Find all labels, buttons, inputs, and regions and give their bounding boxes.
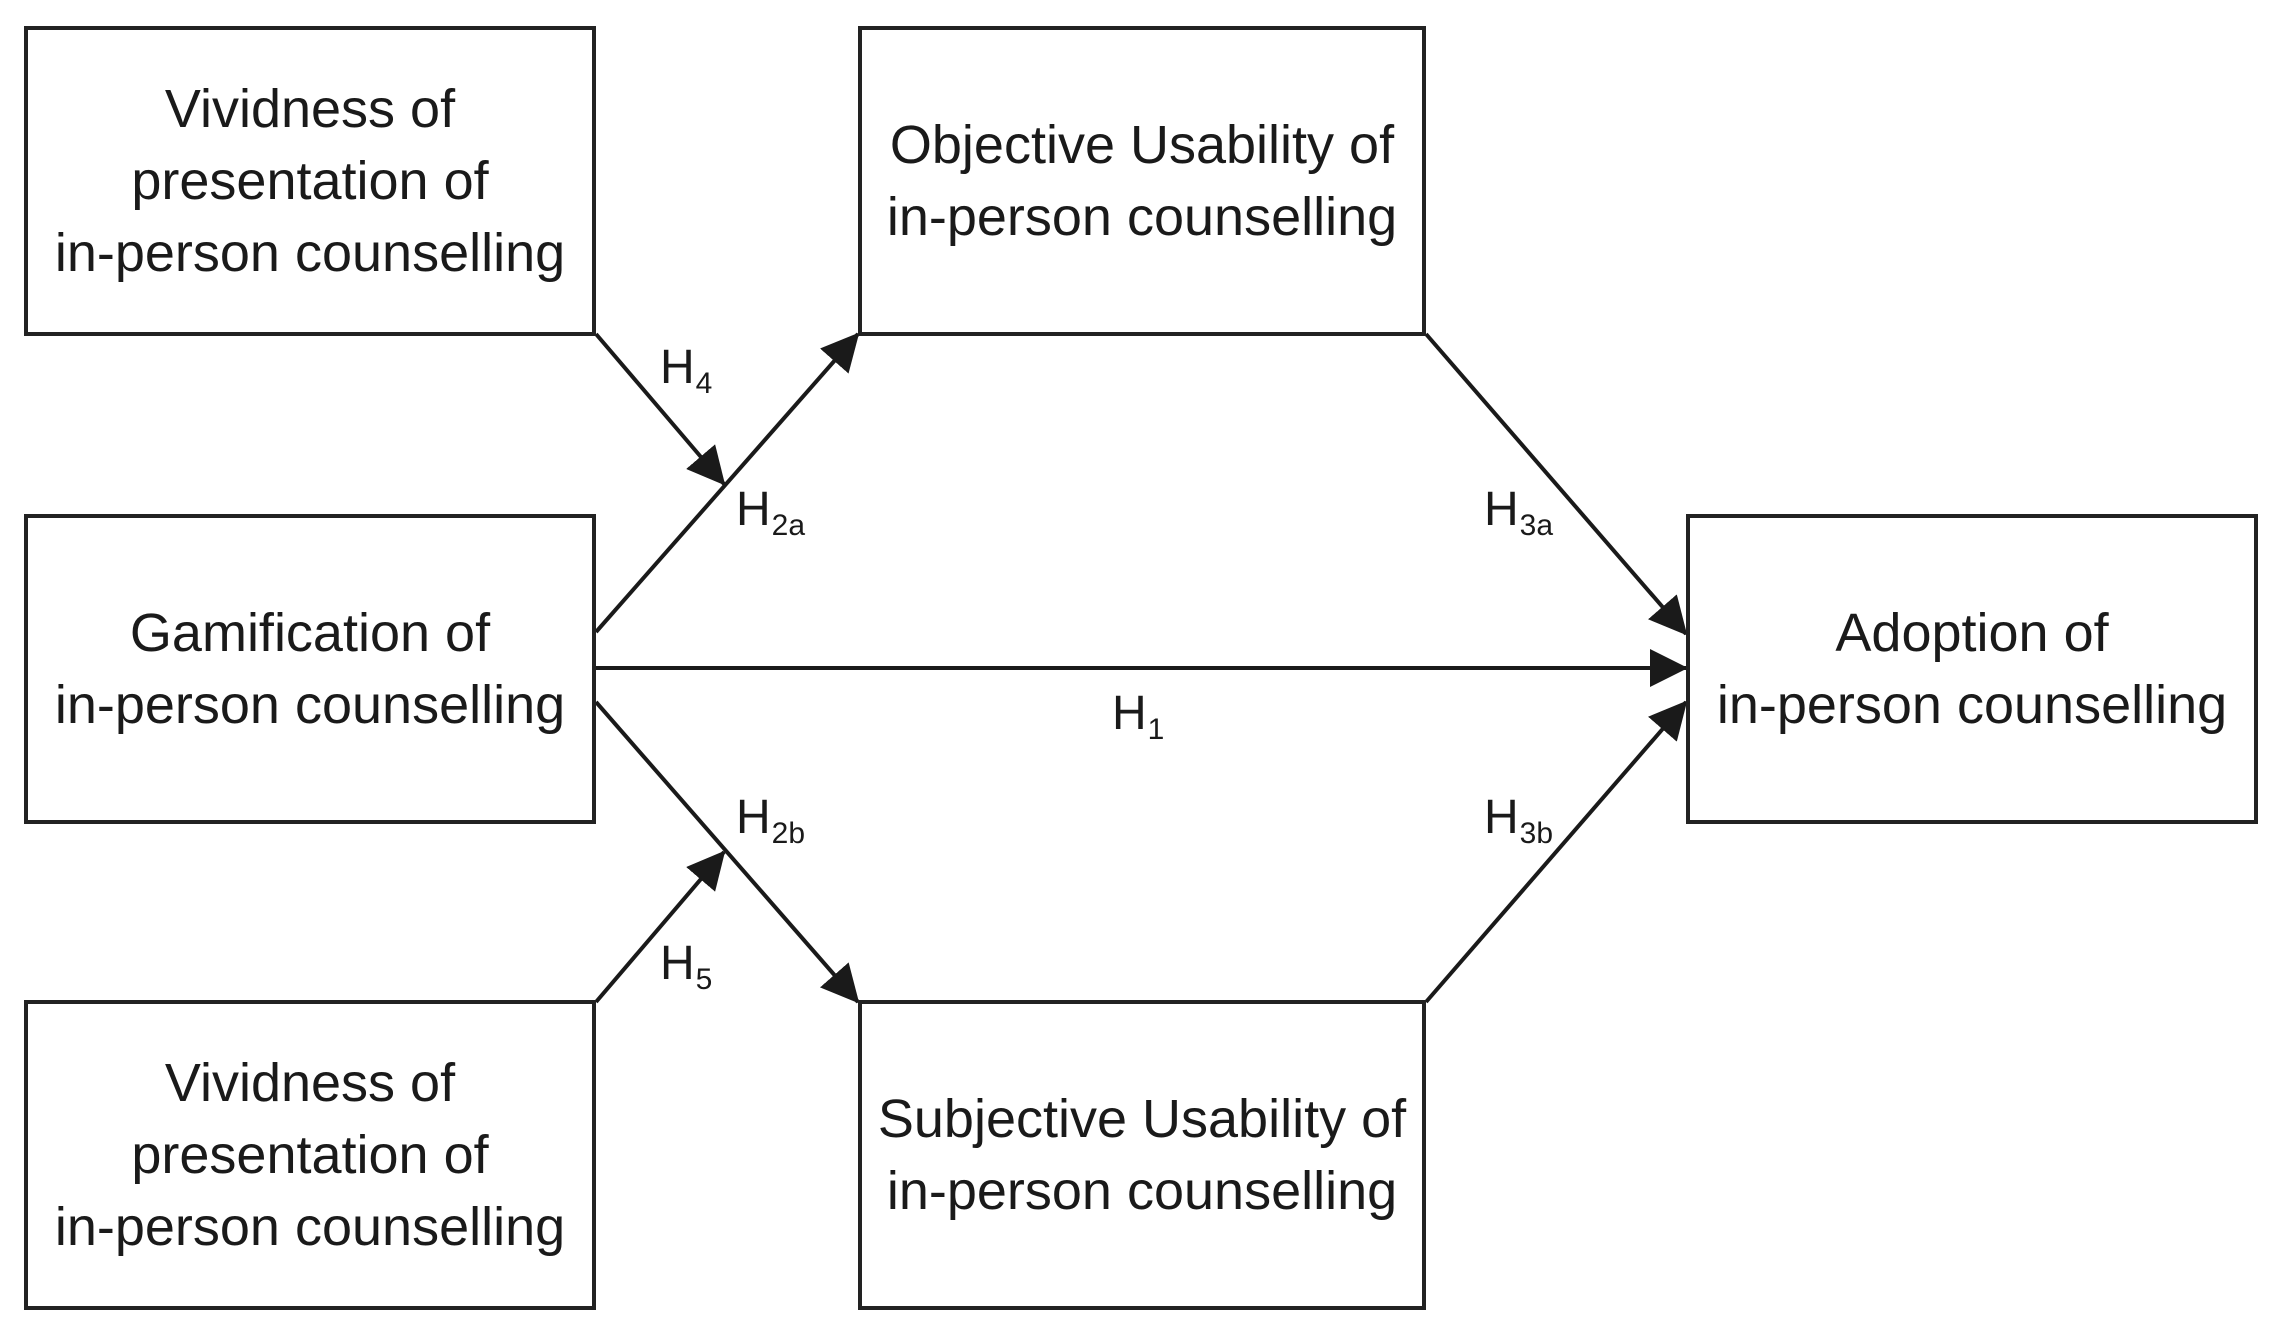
hypothesis-letter: H [1484,483,1519,536]
vividness-bottom-label: Vividness of presentation of in-person c… [54,1053,566,1257]
hypothesis-subscript: 1 [1147,713,1165,746]
hypothesis-label-h2a: H2a [736,483,805,541]
hypothesis-subscript: 3b [1519,817,1554,850]
subjective-usability-label: Subjective Usability of in-person counse… [877,1089,1407,1221]
hypothesis-letter: H [736,483,771,536]
hypothesis-letter: H [1484,791,1519,844]
gamification-box: Gamification of in-person counselling [24,514,596,824]
adoption-box: Adoption of in-person counselling [1686,514,2258,824]
hypothesis-subscript: 2a [771,509,806,542]
arrow-h5 [594,850,726,1004]
hypothesis-letter: H [660,937,695,990]
hypothesis-label-h3a: H3a [1484,483,1553,541]
adoption-label: Adoption of in-person counselling [1716,603,2228,735]
hypothesis-label-h3b: H3b [1484,791,1553,849]
arrow-h3a [1424,332,1688,636]
vividness-top-label: Vividness of presentation of in-person c… [54,79,566,283]
hypothesis-subscript: 2b [771,817,806,850]
hypothesis-label-h1: H1 [1112,687,1164,745]
hypothesis-letter: H [660,341,695,394]
vividness-bottom-box: Vividness of presentation of in-person c… [24,1000,596,1310]
objective-usability-label: Objective Usability of in-person counsel… [886,115,1398,247]
arrow-h2a [594,332,860,634]
hypothesis-subscript: 5 [695,963,713,996]
arrow-h3b [1424,700,1688,1004]
arrow-h4 [594,332,726,486]
subjective-usability-box: Subjective Usability of in-person counse… [858,1000,1426,1310]
arrow-h2b [594,700,860,1004]
vividness-top-box: Vividness of presentation of in-person c… [24,26,596,336]
objective-usability-box: Objective Usability of in-person counsel… [858,26,1426,336]
hypothesis-subscript: 4 [695,367,713,400]
gamification-label: Gamification of in-person counselling [54,603,566,735]
hypothesis-subscript: 3a [1519,509,1554,542]
hypothesis-letter: H [1112,687,1147,740]
hypothesis-label-h4: H4 [660,341,712,399]
hypothesis-label-h5: H5 [660,937,712,995]
hypothesis-label-h2b: H2b [736,791,805,849]
hypothesis-letter: H [736,791,771,844]
